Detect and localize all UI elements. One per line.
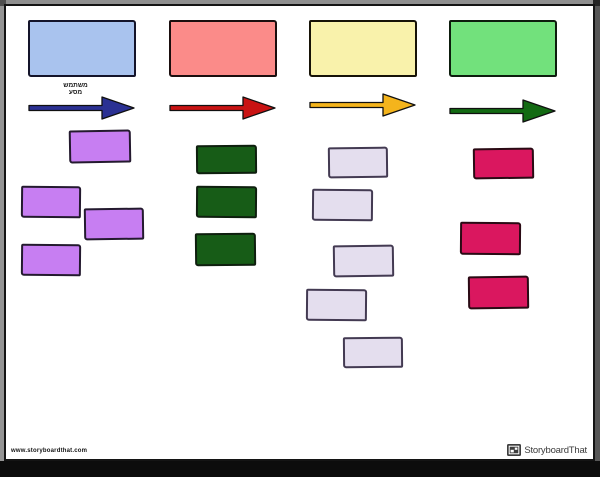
- note-card-lavender[interactable]: [342, 336, 404, 369]
- note-card-purple[interactable]: [20, 185, 82, 219]
- stage-box[interactable]: [309, 20, 417, 77]
- stage-box[interactable]: [449, 20, 557, 77]
- window-chrome-top: [0, 0, 600, 5]
- note-card-dark-green[interactable]: [195, 185, 258, 219]
- window-chrome-right: [595, 0, 600, 461]
- axis-label-line1: משתמש: [63, 82, 88, 89]
- arrow-right-icon[interactable]: [28, 95, 136, 121]
- note-card-lavender[interactable]: [327, 146, 389, 179]
- note-card-crimson[interactable]: [467, 275, 530, 310]
- stage-column-2: [169, 20, 277, 150]
- note-card-purple[interactable]: [68, 129, 132, 164]
- note-card-purple[interactable]: [83, 207, 145, 241]
- axis-label-line2: מסע: [68, 89, 83, 96]
- note-card-lavender[interactable]: [305, 288, 368, 322]
- stage-box[interactable]: [28, 20, 136, 77]
- stage-column-1: משתמש מסע: [28, 20, 136, 150]
- window-corner-top-right: [593, 0, 600, 6]
- stage-box[interactable]: [169, 20, 277, 77]
- stage-column-4: [449, 20, 557, 150]
- notes-layer: [6, 6, 593, 459]
- note-card-purple[interactable]: [20, 243, 82, 277]
- journey-map-page: משתמש מסע: [4, 4, 595, 461]
- note-card-lavender[interactable]: [311, 188, 374, 222]
- arrow-right-icon[interactable]: [169, 95, 277, 121]
- window-chrome-bottom: [0, 461, 600, 477]
- brand-logo: StoryboardThat: [507, 444, 587, 456]
- note-card-dark-green[interactable]: [195, 144, 258, 175]
- arrow-right-icon[interactable]: [309, 92, 417, 118]
- watermark-url: www.storyboardthat.com: [11, 448, 88, 454]
- arrow-right-icon[interactable]: [449, 98, 557, 124]
- note-card-dark-green[interactable]: [194, 232, 257, 267]
- stage-column-3: [309, 20, 417, 150]
- window-corner-top-left: [0, 0, 6, 6]
- note-card-crimson[interactable]: [459, 221, 522, 256]
- note-card-lavender[interactable]: [332, 244, 395, 278]
- storyboardthat-logo-icon: [507, 444, 522, 456]
- brand-name: StoryboardThat: [524, 444, 587, 456]
- note-card-crimson[interactable]: [472, 147, 535, 180]
- window-chrome-left: [0, 0, 4, 461]
- journey-axis-label: משתמש מסע: [34, 82, 116, 96]
